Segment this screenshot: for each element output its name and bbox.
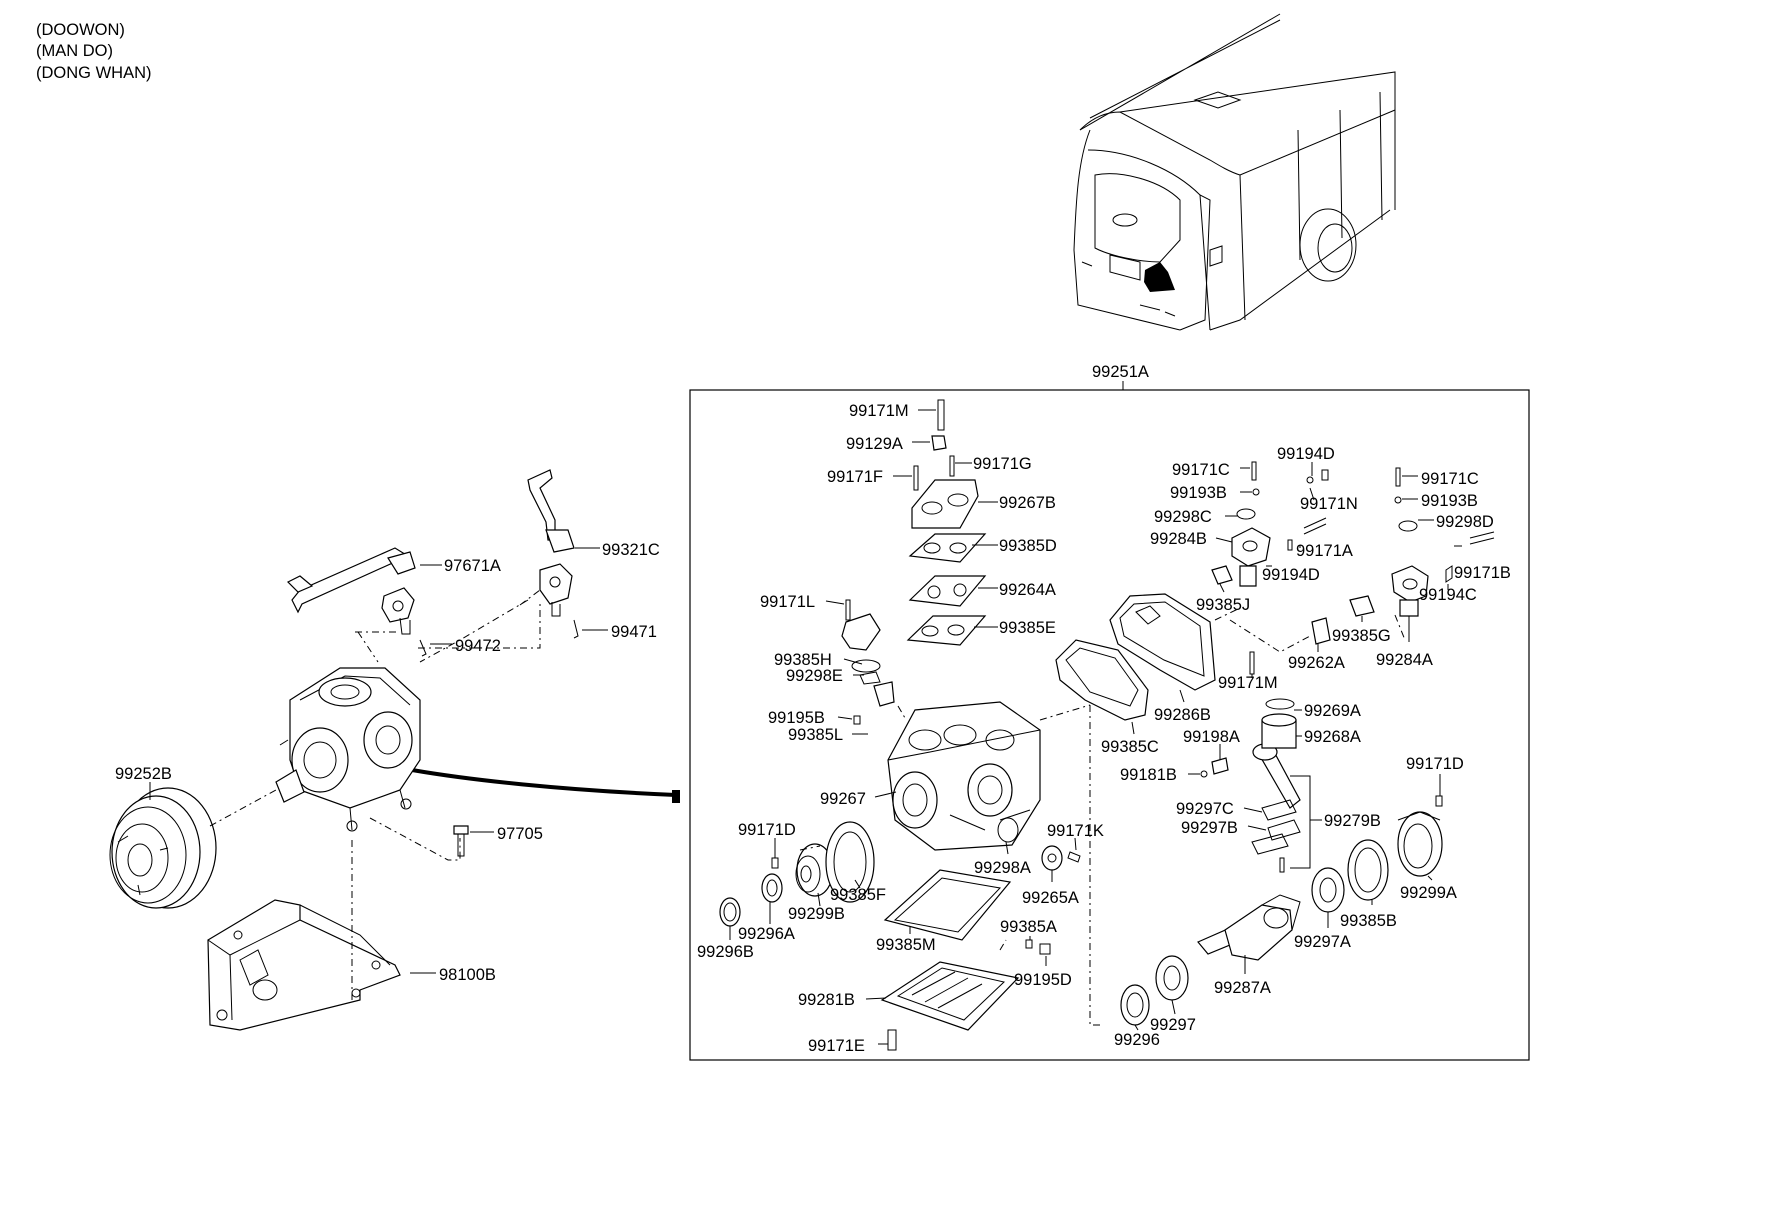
label-99193B-left: 99193B (1170, 484, 1227, 502)
label-99385J: 99385J (1196, 596, 1250, 614)
parts-diagram: (DOOWON) (MAN DO) (DONG WHAN) (36, 13, 1530, 1061)
label-99297B: 99297B (1181, 819, 1238, 837)
label-99198A: 99198A (1183, 728, 1240, 746)
label-99171M-mid: 99171M (1218, 674, 1278, 692)
outer-labels: 97671A 99321C 99472 99471 99252B 97705 9… (115, 541, 660, 984)
label-97705: 97705 (497, 825, 543, 843)
label-99298E: 99298E (786, 667, 843, 685)
label-99385L: 99385L (788, 726, 843, 744)
label-99284A: 99284A (1376, 651, 1433, 669)
label-99281B: 99281B (798, 991, 855, 1009)
label-99171L: 99171L (760, 593, 815, 611)
detail-frame (689, 389, 1530, 1061)
label-99298A: 99298A (974, 859, 1031, 877)
label-99385H: 99385H (774, 651, 832, 669)
label-99385B: 99385B (1340, 912, 1397, 930)
compressor-assembly (109, 469, 579, 1031)
label-99171G: 99171G (973, 455, 1032, 473)
detail-labels: 99171M 99129A 99171G 99171F 99267B 99385… (697, 402, 1511, 1055)
bus-illustration (1073, 13, 1396, 331)
label-99296A: 99296A (738, 925, 795, 943)
label-99298D: 99298D (1436, 513, 1494, 531)
detail-parts (719, 399, 1495, 1051)
label-99321C: 99321C (602, 541, 660, 559)
label-99385F: 99385F (830, 886, 886, 904)
label-99286B: 99286B (1154, 706, 1211, 724)
header-line-1: (DOOWON) (36, 21, 125, 39)
label-99194C: 99194C (1419, 586, 1477, 604)
label-99171C-left: 99171C (1172, 461, 1230, 479)
header: (DOOWON) (MAN DO) (DONG WHAN) (36, 21, 151, 82)
header-line-3: (DONG WHAN) (36, 64, 151, 82)
label-99297: 99297 (1150, 1016, 1196, 1034)
label-99279B: 99279B (1324, 812, 1381, 830)
label-99268A: 99268A (1304, 728, 1361, 746)
label-99385M: 99385M (876, 936, 936, 954)
label-99297A: 99297A (1294, 933, 1351, 951)
detail-leader (411, 768, 677, 797)
label-99297C: 99297C (1176, 800, 1234, 818)
label-99385C: 99385C (1101, 738, 1159, 756)
label-99385D: 99385D (999, 537, 1057, 555)
label-99265A: 99265A (1022, 889, 1079, 907)
label-99171F: 99171F (827, 468, 883, 486)
label-99471: 99471 (611, 623, 657, 641)
label-99296: 99296 (1114, 1031, 1160, 1049)
label-99181B: 99181B (1120, 766, 1177, 784)
label-99299B: 99299B (788, 905, 845, 923)
label-99194D-mid: 99194D (1262, 566, 1320, 584)
label-99171D-right: 99171D (1406, 755, 1464, 773)
label-99171B: 99171B (1454, 564, 1511, 582)
label-99171D-left: 99171D (738, 821, 796, 839)
label-99171K: 99171K (1047, 822, 1104, 840)
label-99267: 99267 (820, 790, 866, 808)
label-99299A: 99299A (1400, 884, 1457, 902)
detail-box: 99251A (689, 363, 1530, 1061)
label-99296B: 99296B (697, 943, 754, 961)
label-99262A: 99262A (1288, 654, 1345, 672)
label-99171M-top: 99171M (849, 402, 909, 420)
label-99129A: 99129A (846, 435, 903, 453)
label-99171N: 99171N (1300, 495, 1358, 513)
label-99385G: 99385G (1332, 627, 1391, 645)
label-99193B-right: 99193B (1421, 492, 1478, 510)
label-99385E: 99385E (999, 619, 1056, 637)
label-99269A: 99269A (1304, 702, 1361, 720)
label-98100B: 98100B (439, 966, 496, 984)
label-99194D-top: 99194D (1277, 445, 1335, 463)
label-99171E: 99171E (808, 1037, 865, 1055)
label-99287A: 99287A (1214, 979, 1271, 997)
label-99264A: 99264A (999, 581, 1056, 599)
label-99252B: 99252B (115, 765, 172, 783)
label-99171C-right: 99171C (1421, 470, 1479, 488)
label-99472: 99472 (455, 637, 501, 655)
box-label: 99251A (1092, 363, 1149, 381)
label-99385A: 99385A (1000, 918, 1057, 936)
label-99284B: 99284B (1150, 530, 1207, 548)
label-99171A: 99171A (1296, 542, 1353, 560)
header-line-2: (MAN DO) (36, 42, 113, 60)
label-99195D: 99195D (1014, 971, 1072, 989)
label-99298C: 99298C (1154, 508, 1212, 526)
label-97671A: 97671A (444, 557, 501, 575)
label-99267B: 99267B (999, 494, 1056, 512)
label-99195B: 99195B (768, 709, 825, 727)
